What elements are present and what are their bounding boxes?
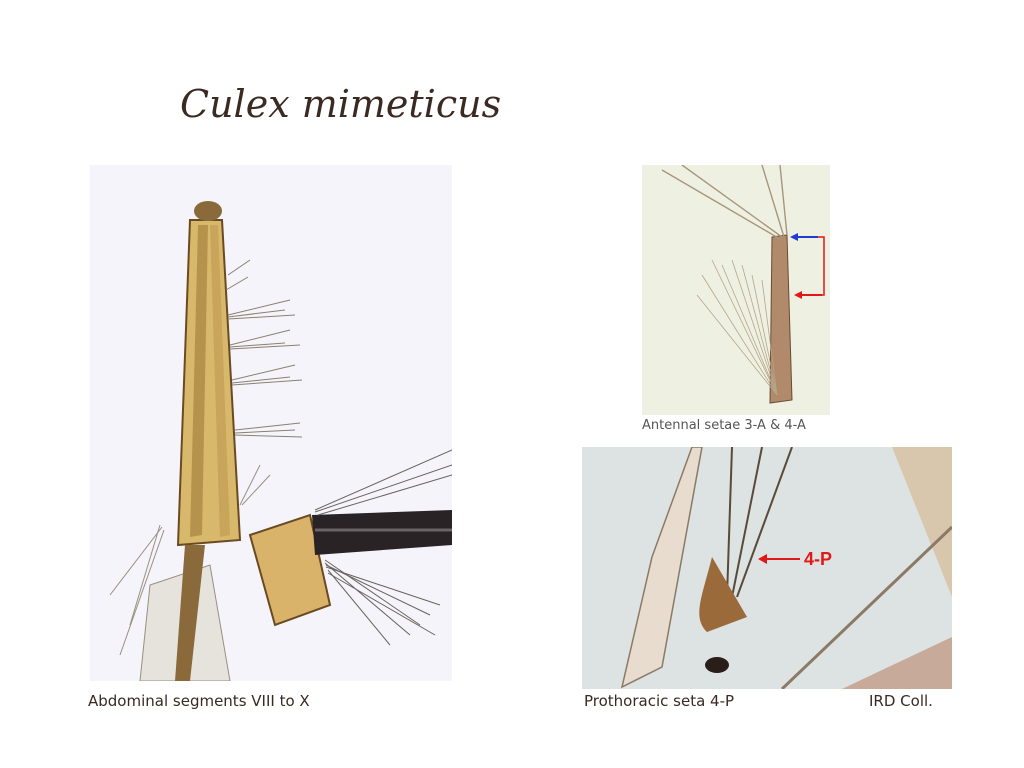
page-title: Culex mimeticus — [180, 82, 502, 126]
prothoracic-caption: Prothoracic seta 4-P — [584, 692, 735, 710]
collection-credit: IRD Coll. — [869, 692, 933, 710]
antennal-setae-photo — [642, 165, 830, 415]
abdominal-caption: Abdominal segments VIII to X — [88, 692, 310, 710]
abdominal-segments-photo — [90, 165, 452, 681]
antennal-caption: Antennal setae 3-A & 4-A — [642, 418, 806, 433]
prothoracic-seta-photo: 4-P — [582, 447, 952, 689]
seta-4p-label: 4-P — [804, 549, 832, 569]
